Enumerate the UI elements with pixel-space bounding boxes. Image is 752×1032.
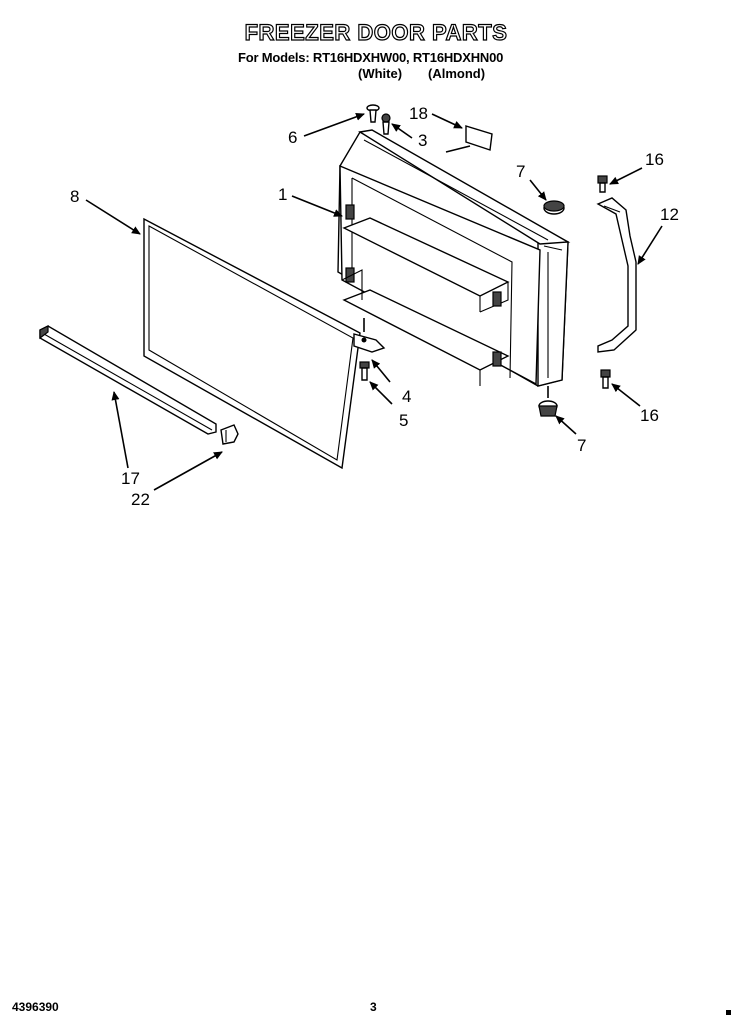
models-line: For Models: RT16HDXHW00, RT16HDXHN00	[238, 50, 504, 65]
page-number: 3	[370, 1000, 377, 1014]
leader-lines	[85, 112, 663, 491]
callout-12: 12	[660, 205, 679, 224]
handle-screw-bottom	[600, 369, 611, 389]
color-almond-label: (Almond)	[428, 66, 486, 81]
callout-18: 18	[409, 104, 428, 123]
callout-5: 5	[399, 411, 408, 430]
hinge	[353, 318, 386, 353]
callout-8: 8	[70, 187, 79, 206]
callout-4: 4	[402, 387, 411, 406]
handle-screw-top	[597, 175, 608, 193]
document-number: 4396390	[12, 1000, 59, 1014]
door-gasket	[143, 217, 361, 470]
hinge-screw	[359, 361, 370, 381]
hinge-bushing	[381, 113, 391, 135]
freezer-door	[337, 129, 571, 387]
callout-3: 3	[418, 131, 427, 150]
door-plug-top	[543, 200, 565, 215]
callout-16-top: 16	[645, 150, 664, 169]
clip	[220, 424, 239, 445]
corner-mark	[726, 1010, 731, 1015]
callout-22: 22	[131, 490, 150, 509]
page-title: FREEZER DOOR PARTS	[244, 19, 508, 45]
callout-16-bottom: 16	[640, 406, 659, 425]
label-plug	[445, 125, 493, 153]
callout-17: 17	[121, 469, 140, 488]
callout-7-bottom: 7	[577, 436, 586, 455]
door-handle	[596, 197, 637, 353]
callout-7-top: 7	[516, 162, 525, 181]
color-white-label: (White)	[358, 66, 403, 81]
callout-6: 6	[288, 128, 297, 147]
screw	[366, 104, 380, 123]
callout-1: 1	[278, 185, 287, 204]
breaker-strip	[39, 325, 217, 435]
door-bushing-bottom	[538, 386, 558, 417]
